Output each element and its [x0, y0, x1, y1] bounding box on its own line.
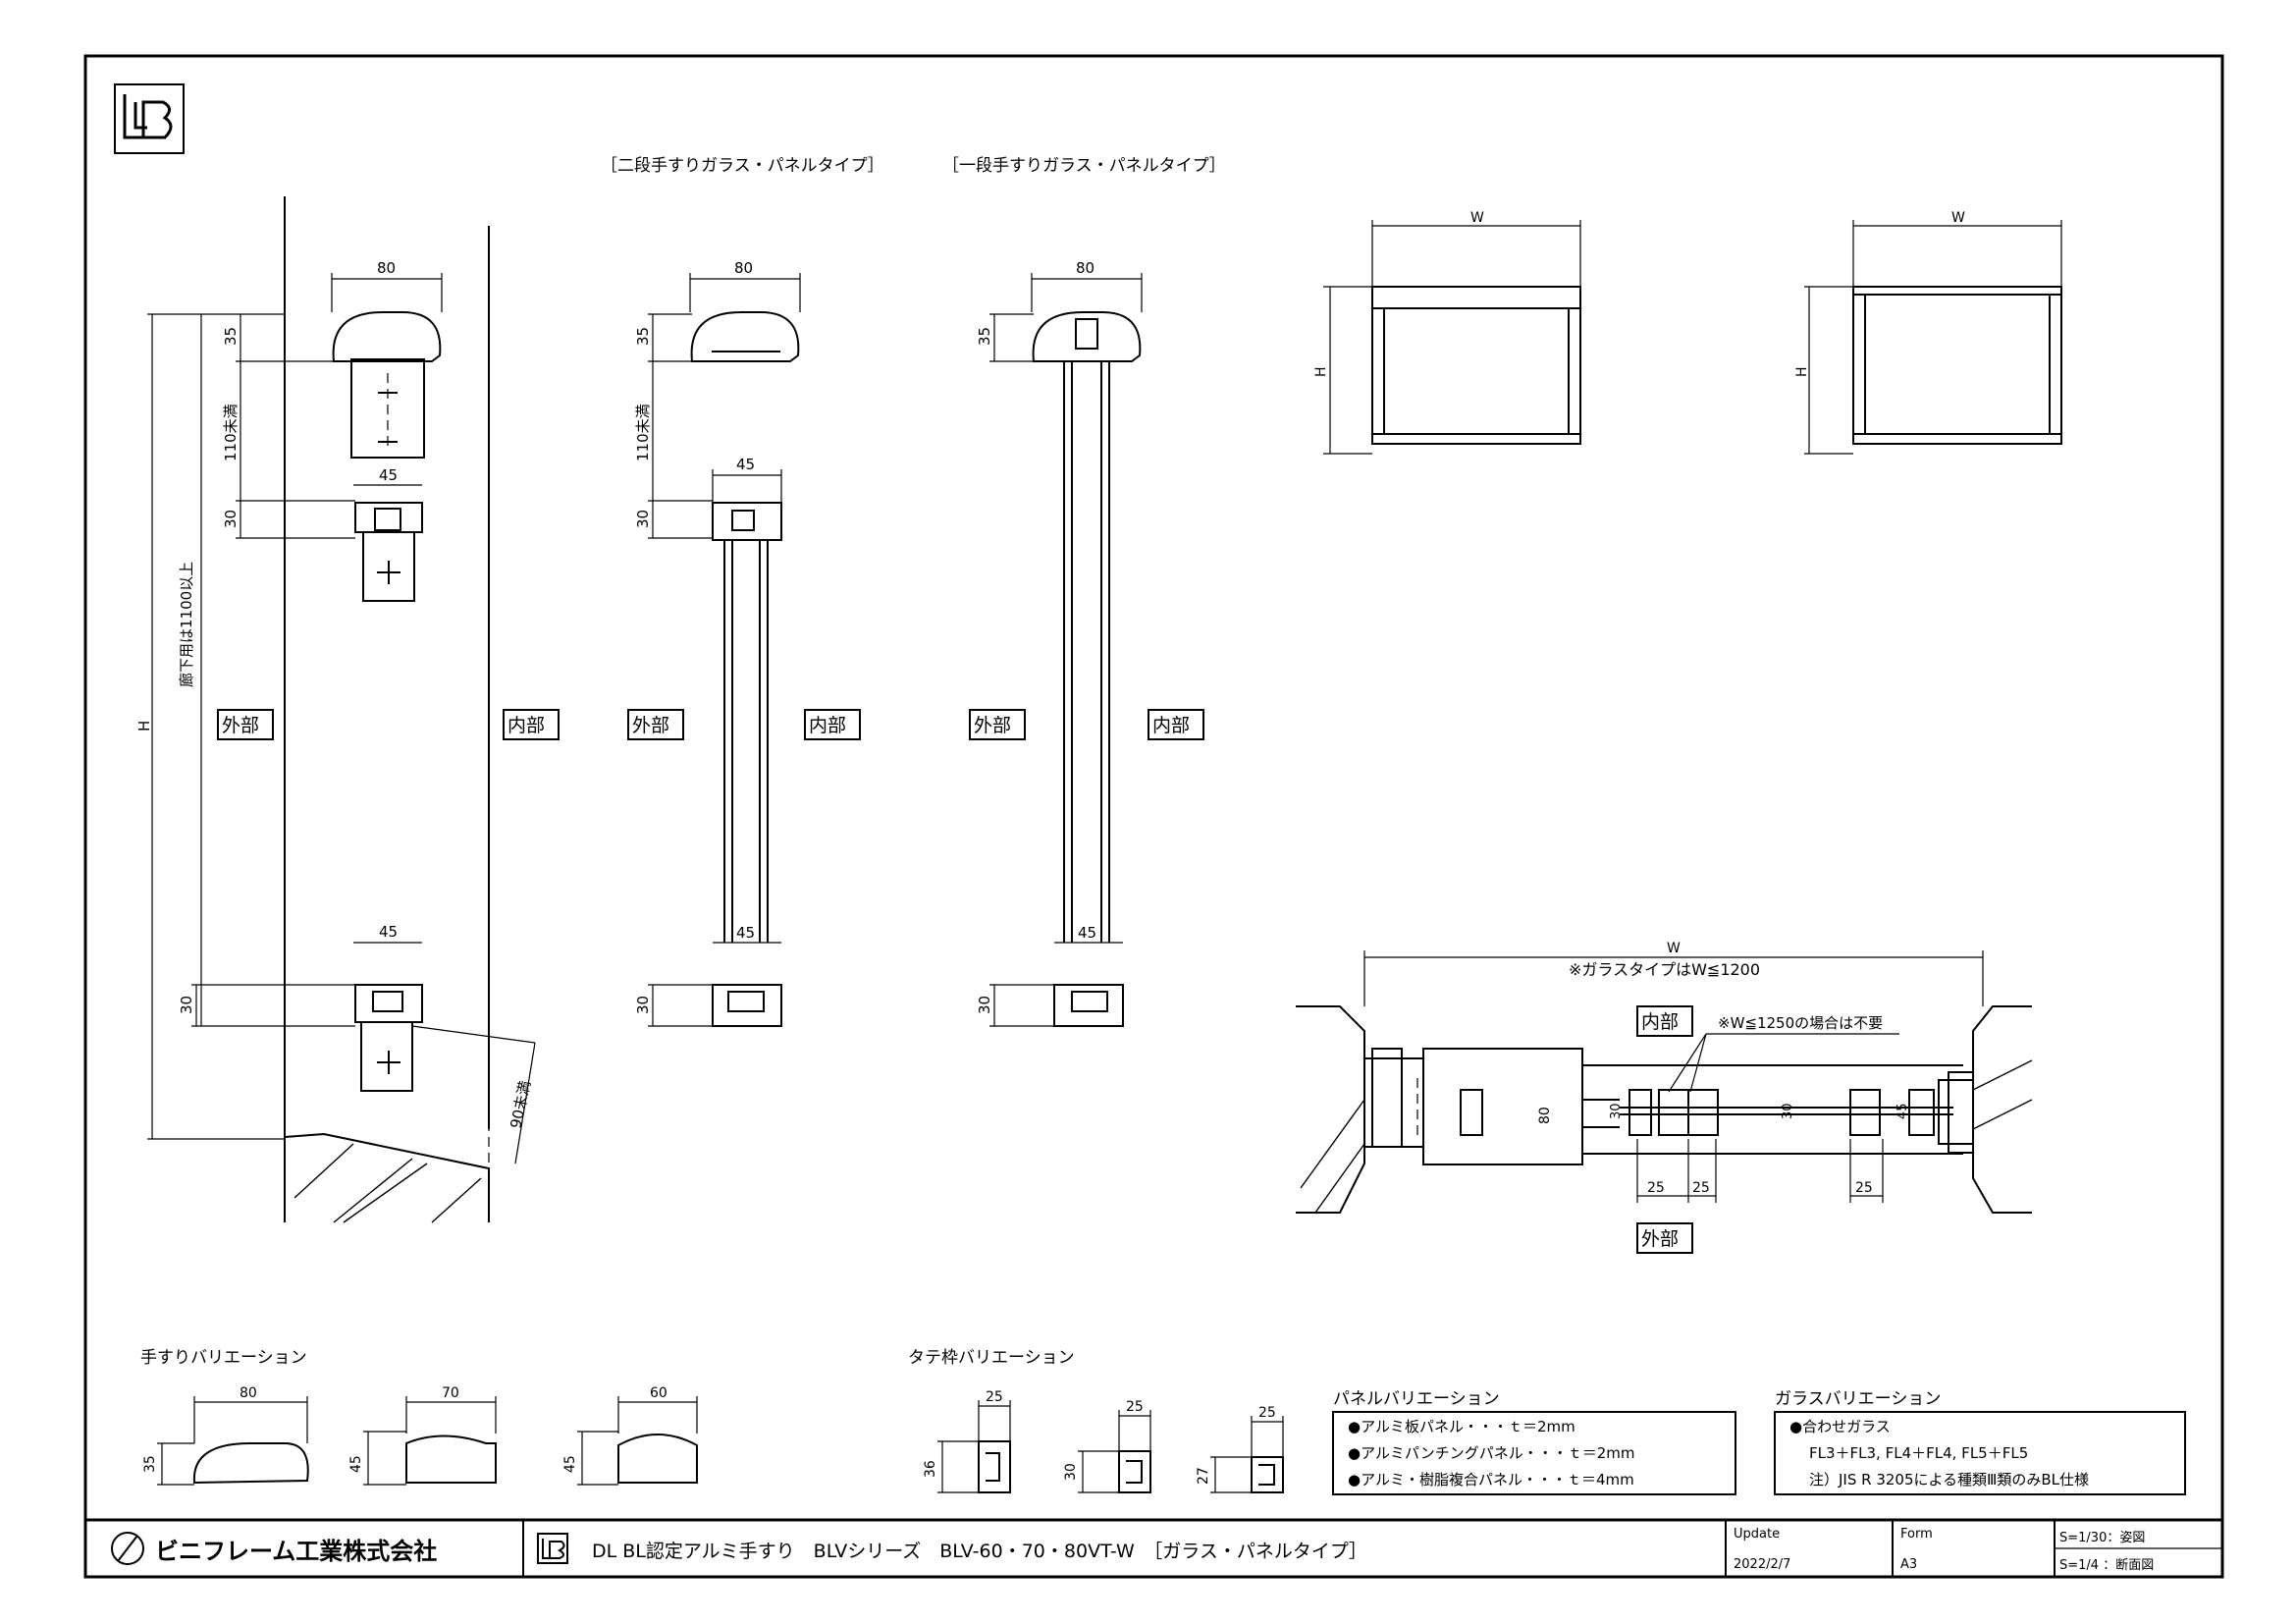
hv-dim-45b: 45: [562, 1455, 578, 1473]
pv-dim-25a: 25: [986, 1389, 1003, 1405]
plan-dim-25a: 25: [1647, 1180, 1665, 1196]
zone-outside-two: 外部: [632, 715, 669, 736]
dim-80-left: 80: [377, 259, 396, 277]
dim-W-plan: W: [1667, 941, 1681, 956]
zone-inside-plan: 内部: [1641, 1011, 1679, 1033]
form-label: Form: [1900, 1527, 1933, 1542]
update-value: 2022/2/7: [1734, 1557, 1790, 1572]
dim-30-two-bot: 30: [634, 996, 652, 1014]
plan-dim-30a: 30: [1609, 1103, 1624, 1119]
glass-variation-title: ガラスバリエーション: [1775, 1389, 1941, 1409]
dim-45-one-bot: 45: [1078, 924, 1096, 942]
dim-30-left-bot: 30: [178, 996, 195, 1014]
zone-outside-left: 外部: [222, 715, 259, 736]
panel-item-2: ●アルミパンチングパネル・・・ｔ＝2mm: [1348, 1444, 1634, 1462]
zone-outside-plan: 外部: [1641, 1228, 1679, 1250]
dim-H-left: H: [135, 721, 153, 731]
handrail-variations: 80 35 70 45 60 45: [142, 1385, 698, 1486]
pv-dim-25c: 25: [1258, 1405, 1276, 1421]
panel-variation-title: パネルバリエーション: [1333, 1389, 1500, 1409]
dim-H-elev1: H: [1313, 366, 1329, 377]
zone-inside-left: 内部: [507, 715, 545, 736]
dim-30-one-bot: 30: [976, 996, 993, 1014]
plan-dim-30b: 30: [1781, 1103, 1795, 1119]
pv-dim-30: 30: [1063, 1463, 1079, 1481]
title-block: ビニフレーム工業株式会社 DL BL認定アルミ手すり BLVシリーズ BLV-6…: [85, 1518, 2222, 1577]
hv-dim-80: 80: [240, 1385, 257, 1401]
dim-45-left-mid: 45: [379, 466, 398, 484]
dim-35-one: 35: [976, 327, 993, 346]
glass-item-2: FL3＋FL3, FL4＋FL4, FL5＋FL5: [1809, 1444, 2028, 1462]
elevation-two-stage: W H: [1313, 210, 1581, 455]
dim-35-left: 35: [222, 327, 240, 346]
title-one-stage: ［一段手すりガラス・パネルタイプ］: [942, 156, 1226, 176]
pv-dim-25b: 25: [1126, 1399, 1144, 1415]
hv-dim-45a: 45: [348, 1455, 364, 1473]
plan-section: W ※ガラスタイプはW≦1200 80 30 30 45: [1296, 941, 2033, 1254]
left-section-view: 80 45 45 H 廊下用は1100以上 35 110未満 30 30 90未…: [135, 196, 560, 1223]
glass-item-1: ●合わせガラス: [1789, 1418, 1891, 1435]
sheet-border: [83, 54, 2224, 1579]
dim-30-two-mid: 30: [634, 510, 652, 528]
dim-90-left: 90未満: [507, 1079, 534, 1130]
dim-80-two: 80: [734, 259, 753, 277]
plan-dim-25b: 25: [1692, 1180, 1710, 1196]
dim-110-left: 110未満: [222, 404, 240, 461]
panel-item-1: ●アルミ板パネル・・・ｔ＝2mm: [1348, 1418, 1575, 1435]
handrail-variation-title: 手すりバリエーション: [140, 1348, 307, 1368]
update-label: Update: [1734, 1527, 1780, 1542]
dim-W-elev2: W: [1951, 210, 1965, 226]
drawing-title: DL BL認定アルミ手すり BLVシリーズ BLV-60・70・80VT-W ［…: [592, 1541, 1367, 1562]
dim-80-one: 80: [1076, 259, 1095, 277]
two-stage-section: 80 45 45 35 110未満 30 30 外部 内部: [627, 259, 861, 1027]
hv-dim-70: 70: [442, 1385, 459, 1401]
dim-30-left-mid: 30: [222, 510, 240, 528]
post-variations: 25 36 25 30 25 27: [923, 1389, 1284, 1493]
pv-dim-36: 36: [923, 1460, 938, 1478]
post-variation-title: タテ枠バリエーション: [908, 1348, 1075, 1368]
form-value: A3: [1900, 1557, 1917, 1572]
title-two-stage: ［二段手すりガラス・パネルタイプ］: [601, 156, 884, 176]
dim-H-elev2: H: [1794, 366, 1810, 377]
panel-variation-box: [1332, 1411, 1736, 1495]
elevation-one-stage: W H: [1794, 210, 2062, 455]
glass-item-3: 注）JIS R 3205による種類Ⅲ類のみBL仕様: [1809, 1471, 2089, 1489]
one-stage-section: 80 45 35 30 外部 内部: [969, 259, 1204, 1027]
plan-note: ※W≦1250の場合は不要: [1718, 1014, 1883, 1032]
dim-W-elev1: W: [1470, 210, 1484, 226]
pv-dim-27: 27: [1196, 1467, 1211, 1485]
dim-corridor: 廊下用は1100以上: [178, 562, 195, 687]
company-name: ビニフレーム工業株式会社: [155, 1538, 437, 1565]
plan-dim-25c: 25: [1855, 1180, 1873, 1196]
plan-dim-45: 45: [1896, 1103, 1910, 1119]
company-mark: [111, 1532, 144, 1565]
zone-inside-two: 内部: [809, 715, 846, 736]
plan-glass-note: ※ガラスタイプはW≦1200: [1569, 960, 1760, 979]
hv-dim-60: 60: [650, 1385, 667, 1401]
zone-inside-one: 内部: [1152, 715, 1190, 736]
dim-45-two-bot: 45: [736, 924, 755, 942]
dim-35-two: 35: [634, 327, 652, 346]
scale-2: S=1/4 ：断面図: [2059, 1558, 2154, 1573]
dim-45-left-bot: 45: [379, 923, 398, 941]
lb-logo-small: [537, 1533, 568, 1564]
glass-variation-box: [1774, 1411, 2186, 1495]
dim-110-two: 110未満: [634, 404, 652, 461]
panel-item-3: ●アルミ・樹脂複合パネル・・・ｔ＝4mm: [1348, 1471, 1634, 1489]
lb-logo: [114, 83, 185, 154]
plan-dim-80: 80: [1537, 1107, 1553, 1124]
zone-outside-one: 外部: [974, 715, 1011, 736]
dim-45-two-mid: 45: [736, 456, 755, 473]
scale-1: S=1/30：姿図: [2059, 1530, 2145, 1545]
hv-dim-35: 35: [142, 1455, 158, 1473]
